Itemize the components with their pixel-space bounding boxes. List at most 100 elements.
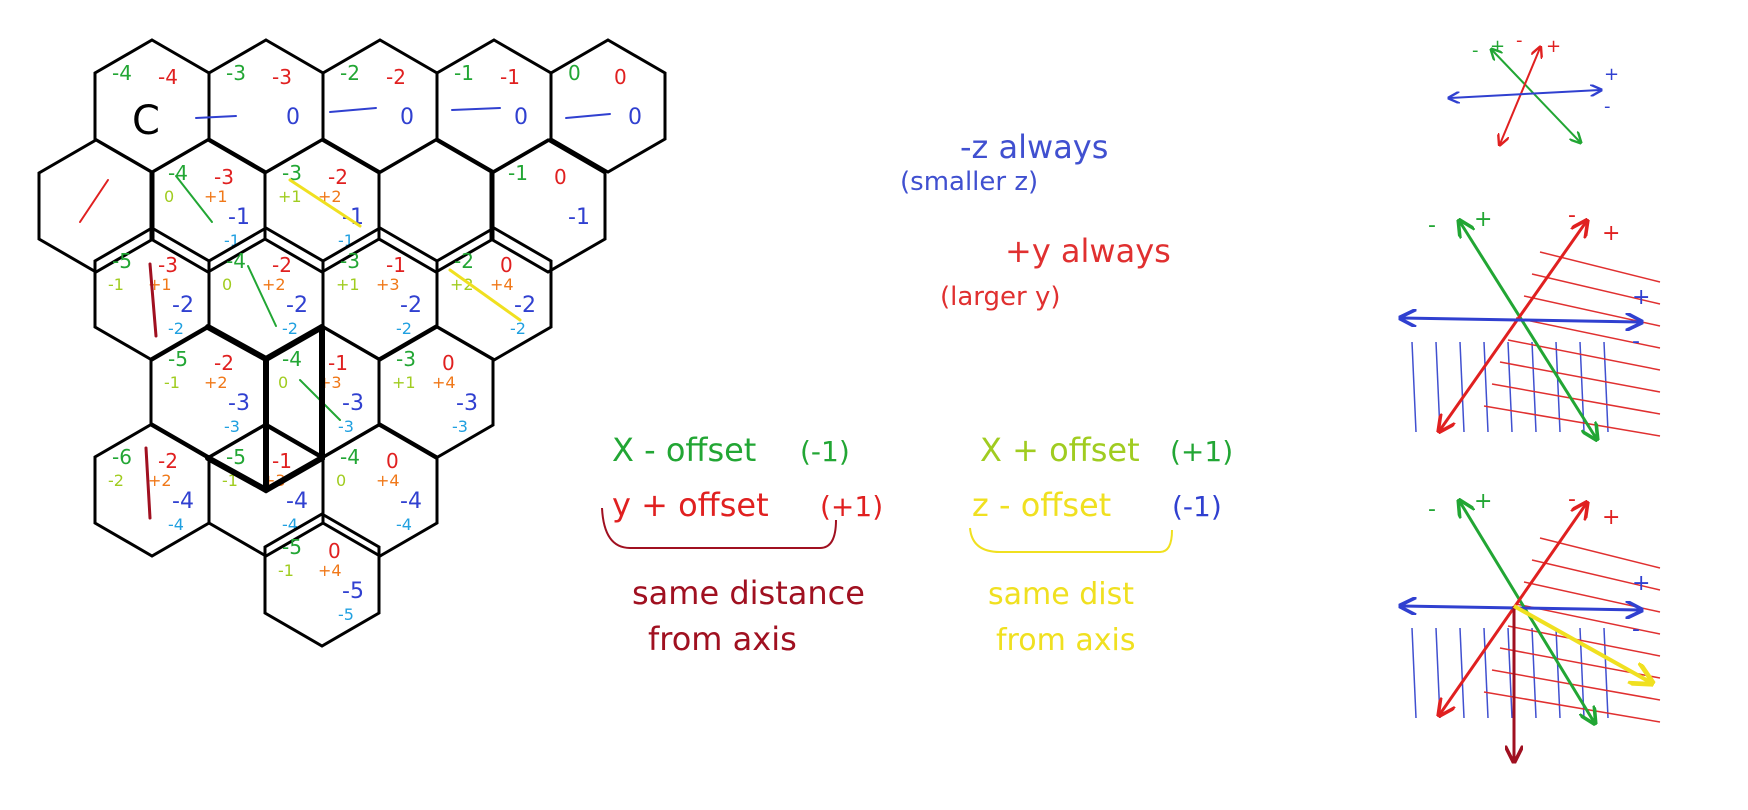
hex-hand-stroke [144, 446, 152, 520]
hex-z-label: -5 [342, 579, 364, 604]
hex-y-label: 0 [554, 165, 567, 189]
hex-offset-label: +4 [376, 471, 400, 490]
small-sign-y-plus: + [1546, 36, 1561, 57]
hex-y-label: 0 [386, 449, 399, 473]
hatch-line-blue [1603, 627, 1609, 719]
hatch-line-blue [1411, 627, 1417, 719]
hex-x-label: -5 [112, 249, 132, 273]
hex-y-label: -2 [272, 253, 292, 277]
small-z-axis [1450, 90, 1600, 98]
hex-z-label: -2 [514, 293, 536, 318]
hex-offset-label: +4 [432, 373, 456, 392]
hex-y-label: -4 [158, 65, 178, 89]
hex-z-label: 0 [286, 105, 300, 130]
hex-hand-stroke [247, 265, 277, 327]
hex-z-label: -4 [400, 489, 422, 514]
hex-offset-label: -3 [224, 417, 240, 436]
right-x-offset-val: (+1) [1170, 435, 1233, 468]
hatch-line-red [1491, 383, 1661, 415]
hex-y-label: -1 [272, 449, 292, 473]
hatch-line-red [1483, 691, 1661, 723]
hex-x-label: -2 [340, 61, 360, 85]
hex-z-label: -2 [172, 293, 194, 318]
hex-offset-label: -1 [278, 561, 294, 580]
hex-y-label: -2 [158, 449, 178, 473]
bot-sign-x-minus: - [1428, 497, 1436, 522]
hex-offset-label: +1 [148, 275, 172, 294]
right-x-offset: X + offset [980, 431, 1140, 469]
hex-offset-label: +2 [262, 275, 286, 294]
hex-x-label: -1 [508, 161, 528, 185]
hex-x-label: -3 [282, 161, 302, 185]
hex-z-label: -4 [172, 489, 194, 514]
hex-cell: -4-4C [93, 38, 211, 174]
hex-outline [549, 38, 667, 174]
hex-x-label: -4 [112, 61, 132, 85]
hex-offset-label: -2 [282, 319, 298, 338]
hex-y-label: 0 [500, 253, 513, 277]
hex-hand-stroke [195, 115, 237, 119]
small-sign-x-minus: - [1472, 40, 1479, 61]
hex-offset-label: +1 [278, 187, 302, 206]
hex-offset-label: +4 [318, 561, 342, 580]
hex-z-label: -1 [568, 205, 590, 230]
hex-hand-stroke [288, 178, 362, 228]
small-sign-y-minus: - [1516, 30, 1523, 51]
hatch-region-bottom [1411, 537, 1661, 723]
hatch-line-blue [1435, 627, 1441, 719]
hex-outline [489, 138, 607, 274]
small-sign-z-plus: + [1604, 64, 1619, 85]
bot-sign-y-minus: - [1568, 487, 1576, 512]
axis-diagram-bottom: - + - + + - [1402, 487, 1661, 760]
hex-offset-label: -4 [396, 515, 412, 534]
hex-y-label: -2 [214, 351, 234, 375]
notes-right: X + offset (+1) z - offset (-1) same dis… [969, 431, 1233, 658]
mid-y-axis [1440, 222, 1586, 430]
hex-hand-stroke [451, 107, 501, 111]
hex-offset-label: +2 [318, 187, 342, 206]
hex-x-label: -2 [454, 249, 474, 273]
hex-hand-stroke [148, 262, 158, 338]
hex-z-label: 0 [628, 105, 642, 130]
hex-offset-label: -3 [338, 417, 354, 436]
hatch-line-blue [1459, 627, 1465, 719]
mid-sign-z-plus: + [1632, 285, 1650, 310]
y-rule-line2: (larger y) [940, 282, 1061, 312]
hex-offset-label: +2 [450, 275, 474, 294]
left-y-offset: y + offset [612, 486, 769, 524]
hex-z-label: 0 [400, 105, 414, 130]
mid-z-axis [1402, 318, 1640, 322]
notes-middle: -z always (smaller z) +y always (larger … [900, 128, 1171, 312]
hex-offset-label: -5 [338, 605, 354, 624]
hatch-line-blue [1483, 341, 1489, 433]
hatch-line-blue [1411, 341, 1417, 433]
hatch-line-blue [1531, 627, 1537, 719]
hex-offset-label: +2 [148, 471, 172, 490]
right-z-offset-val: (-1) [1172, 490, 1222, 523]
hex-z-label: -3 [228, 391, 250, 416]
left-same-line2: from axis [648, 620, 797, 658]
hatch-line-red [1539, 251, 1661, 283]
bot-sign-x-plus: + [1474, 489, 1492, 514]
right-same-line2: from axis [996, 623, 1135, 658]
hex-y-label: 0 [614, 65, 627, 89]
hatch-line-red [1499, 361, 1661, 393]
hex-offset-label: -2 [168, 319, 184, 338]
hex-y-label: 0 [442, 351, 455, 375]
mid-sign-z-minus: - [1632, 329, 1640, 354]
bot-yellow-vector [1513, 604, 1650, 682]
hex-x-label: -4 [340, 445, 360, 469]
hex-x-label: -1 [454, 61, 474, 85]
hex-offset-label: +1 [336, 275, 360, 294]
hex-x-label: -5 [226, 445, 246, 469]
z-rule-line1: -z always [960, 128, 1108, 166]
hatch-line-blue [1483, 627, 1489, 719]
hex-hand-stroke [448, 268, 522, 322]
